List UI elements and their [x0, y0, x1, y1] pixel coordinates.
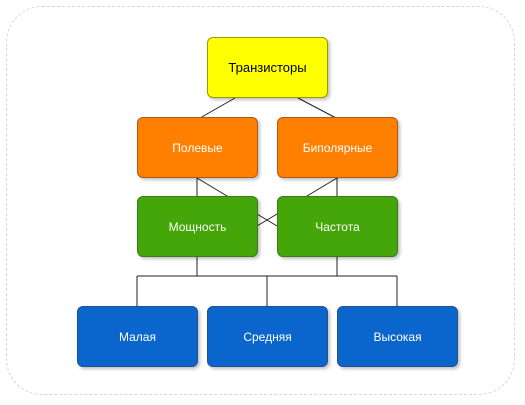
node-label: Мощность	[168, 219, 227, 234]
node-label: Средняя	[243, 329, 292, 344]
node-label: Биполярные	[302, 140, 373, 155]
node-vysokaya: Высокая	[337, 306, 458, 367]
edge-root-bipolyarnye	[297, 97, 337, 119]
node-tranzistory: Транзисторы	[207, 37, 328, 98]
node-label: Полевые	[172, 140, 223, 155]
node-label: Транзисторы	[228, 60, 307, 75]
edge-root-polevye	[199, 97, 236, 119]
node-moshchnost: Мощность	[137, 196, 258, 257]
node-malaya: Малая	[77, 306, 198, 367]
diagram-frame	[6, 6, 515, 395]
node-bipolyarnye: Биполярные	[277, 117, 398, 178]
node-label: Малая	[119, 329, 156, 344]
node-srednyaya: Средняя	[207, 306, 328, 367]
node-chastota: Частота	[277, 196, 398, 257]
node-label: Высокая	[373, 329, 422, 344]
node-label: Частота	[315, 219, 360, 234]
node-polevye: Полевые	[137, 117, 258, 178]
